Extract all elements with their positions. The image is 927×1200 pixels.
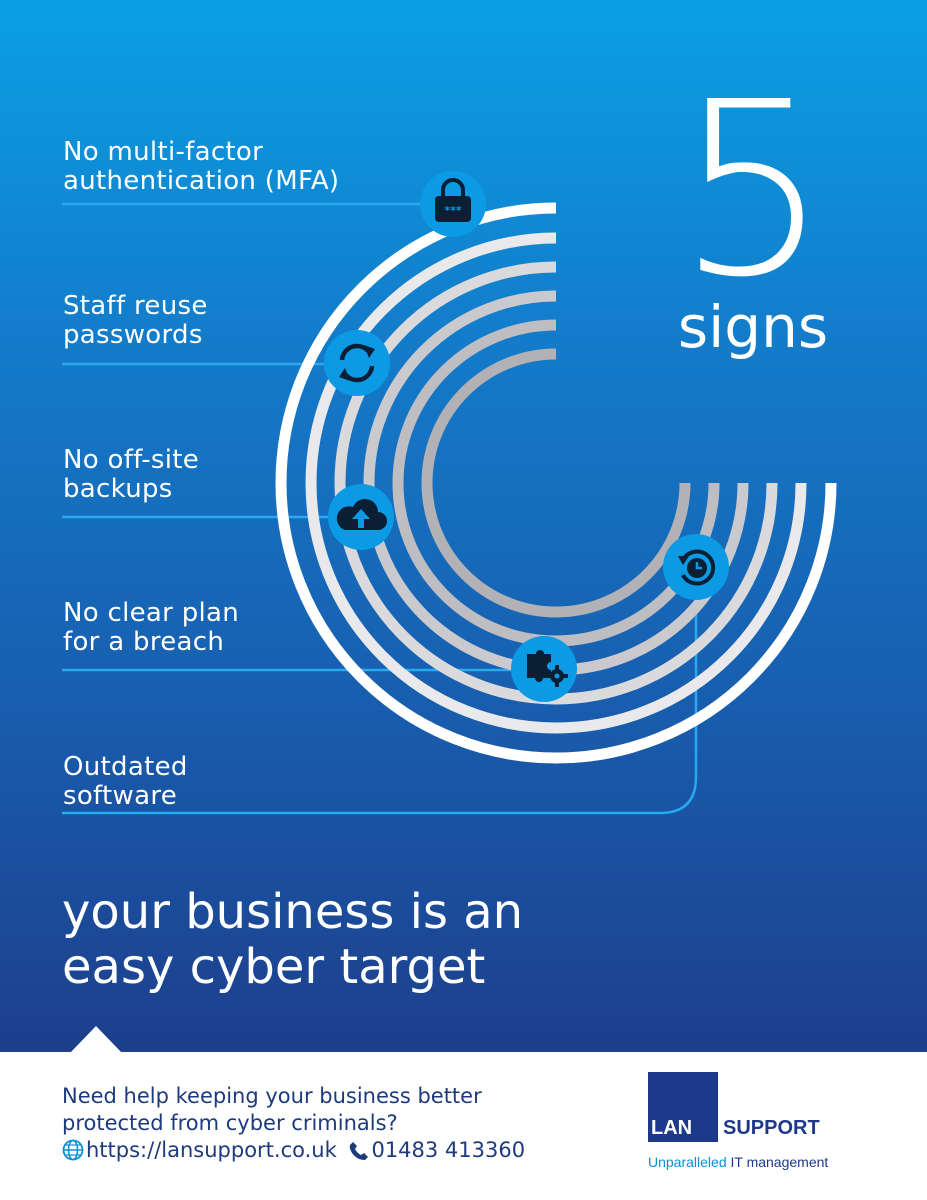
logo-tagline: Unparalleled IT management [648, 1153, 828, 1171]
clock-history-icon [663, 534, 729, 600]
sign-label-line: No off-site [63, 445, 200, 475]
phone-icon [349, 1141, 369, 1166]
puzzle-gear-icon [511, 636, 577, 702]
sign-label-software: Outdated software [63, 753, 188, 811]
refresh-arrows-icon [324, 330, 390, 396]
tagline-line: your business is an [62, 884, 524, 940]
footer-panel [0, 1052, 927, 1200]
sign-label-backups: No off-site backups [63, 446, 199, 504]
headline-number: 5 [676, 50, 830, 330]
sign-label-breach-plan: No clear plan for a breach [63, 599, 239, 657]
logo-text-support: SUPPORT [723, 1117, 820, 1139]
cta-line: protected from cyber criminals? [62, 1111, 398, 1135]
tagline-line: easy cyber target [62, 939, 486, 995]
logo-tagline-rest: IT management [726, 1154, 829, 1170]
concentric-arcs-graphic: *** [62, 171, 807, 815]
sign-label-line: Outdated [63, 752, 188, 782]
padlock-password-icon: *** [420, 171, 486, 237]
contact-info: https://lansupport.co.uk 01483 413360 [62, 1138, 525, 1166]
sign-label-line: No multi-factor [63, 137, 264, 167]
logo-text-lan: LAN [651, 1117, 693, 1139]
tagline: your business is an easy cyber target [62, 885, 523, 995]
sign-label-line: Staff reuse [63, 291, 208, 321]
phone-number[interactable]: 01483 413360 [371, 1138, 526, 1162]
sign-label-line: authentication (MFA) [63, 166, 340, 196]
cta-line: Need help keeping your business better [62, 1084, 482, 1108]
logo-mark [648, 1072, 718, 1142]
sign-label-line: No clear plan [63, 598, 240, 628]
logo-tagline-highlight: Unparalleled [648, 1154, 727, 1170]
sign-label-passwords: Staff reuse passwords [63, 292, 208, 350]
hero-panel: *** [0, 0, 927, 1052]
globe-icon [62, 1139, 84, 1166]
svg-text:***: *** [444, 204, 462, 217]
headline-word: signs [677, 293, 829, 361]
sign-label-mfa: No multi-factor authentication (MFA) [63, 138, 339, 196]
sign-label-line: software [63, 781, 178, 811]
sign-label-line: for a breach [63, 627, 225, 657]
sign-label-line: backups [63, 474, 173, 504]
website-link[interactable]: https://lansupport.co.uk [86, 1138, 337, 1162]
call-to-action: Need help keeping your business better p… [62, 1083, 482, 1137]
cloud-upload-icon [328, 484, 394, 550]
sign-label-line: passwords [63, 320, 203, 350]
connector-lines [62, 202, 698, 815]
footer-notch [70, 1026, 122, 1053]
